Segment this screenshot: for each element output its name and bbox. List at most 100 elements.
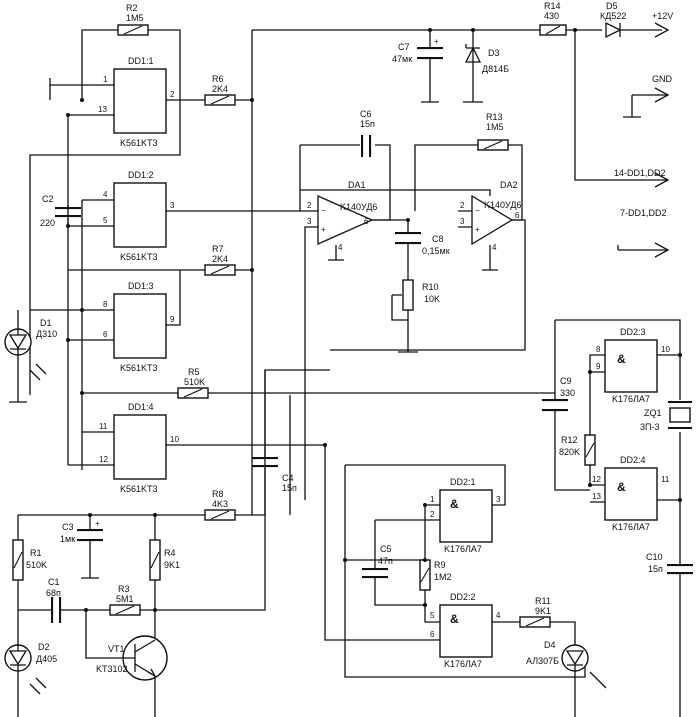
c10-value: 15п — [648, 564, 663, 574]
c2-value: 220 — [40, 218, 55, 228]
dd1-3-name: DD1:3 — [128, 281, 154, 291]
pin7-label: 7-DD1,DD2 — [620, 208, 667, 218]
r1-value: 510K — [26, 560, 47, 570]
dd2-2-name: DD2:2 — [450, 592, 476, 602]
dd1-2-name: DD1:2 — [128, 170, 154, 180]
r10-value: 10K — [424, 294, 440, 304]
da2-minus: − — [475, 206, 480, 215]
r2-name: R2 — [126, 3, 138, 13]
dd2-1-pin: 2 — [430, 510, 435, 519]
r4-resistor — [149, 539, 161, 581]
r7-name: R7 — [212, 244, 224, 254]
c5-value: 47п — [378, 556, 393, 566]
dd2-4-part: K176ЛA7 — [612, 522, 650, 532]
labels: DD1:1 K561KT3 1 13 2 DD1:2 K561KT3 4 5 3… — [26, 1, 673, 674]
r9-resistor — [419, 559, 431, 591]
dd2-2-pin: 4 — [496, 611, 501, 620]
dd2-4-name: DD2:4 — [620, 455, 646, 465]
r12-resistor — [584, 434, 596, 466]
r3-name: R3 — [118, 584, 130, 594]
dd1-2-block — [113, 182, 167, 248]
r5-resistor — [177, 387, 209, 399]
transistor-stage — [4, 369, 330, 717]
r10-name: R10 — [422, 282, 439, 292]
dd2-2-symbol: & — [450, 612, 459, 626]
dd2-4-pin: 11 — [661, 475, 670, 484]
r5-value: 510K — [184, 377, 205, 387]
dd1-3-pin: 6 — [103, 330, 108, 339]
da2-part: K140УД6 — [484, 200, 521, 210]
d3-zener — [464, 44, 482, 63]
r6-name: R6 — [212, 74, 224, 84]
dd2-1-name: DD2:1 — [450, 477, 476, 487]
da2-pin: 4 — [492, 243, 497, 252]
dd1-2-pin: 4 — [103, 190, 108, 199]
dd2-generator — [343, 464, 607, 717]
d1-photodiode — [4, 310, 47, 403]
dd2-3-block — [604, 339, 658, 393]
dd2-1-pin: 1 — [430, 495, 435, 504]
r8-name: R8 — [212, 489, 224, 499]
r4-name: R4 — [164, 548, 176, 558]
dd1-1-pin: 1 — [103, 75, 108, 84]
r3-value: 5M1 — [116, 594, 134, 604]
dd1-4-pin: 12 — [99, 455, 108, 464]
dd1-4-part: K561KT3 — [120, 484, 158, 494]
r7-value: 2K4 — [212, 254, 228, 264]
dd2-3-symbol: & — [617, 352, 626, 366]
da1-name: DA1 — [348, 180, 366, 190]
r14-resistor — [539, 24, 567, 36]
r14-name: R14 — [544, 1, 561, 11]
d5-part: КД522 — [600, 11, 626, 21]
vt1-transistor — [85, 610, 168, 717]
c9-value: 330 — [560, 388, 575, 398]
r7-resistor — [204, 264, 236, 276]
r13-resistor — [477, 139, 509, 151]
dd2-3-pin: 9 — [596, 362, 601, 371]
c4-capacitor — [252, 370, 291, 516]
c3-plus: + — [95, 519, 100, 528]
dd2-4-pin: 13 — [592, 492, 601, 501]
c6-value: 15п — [360, 119, 375, 129]
c9-name: C9 — [560, 376, 572, 386]
zq1-part: 3П-3 — [640, 422, 659, 432]
da1-minus: − — [321, 206, 326, 215]
c7-name: C7 — [398, 42, 410, 52]
da1-pin: 3 — [307, 217, 312, 226]
d3-name: D3 — [488, 48, 500, 58]
dd1-2-part: K561KT3 — [120, 252, 158, 262]
c4-name: C4 — [282, 473, 294, 483]
d4-led — [561, 644, 607, 717]
r13-value: 1M5 — [486, 122, 504, 132]
dd2-2-pin: 6 — [430, 630, 435, 639]
r1-resistor — [12, 539, 24, 581]
zq1-piezo — [668, 401, 692, 429]
da1-part: K140УД6 — [340, 202, 377, 212]
d5-diode — [605, 21, 622, 39]
dd1-3-block — [113, 293, 167, 359]
c7-plus: + — [434, 37, 439, 46]
r4-value: 9K1 — [164, 560, 180, 570]
dd2-2-block — [439, 604, 493, 658]
dd1-1-part: K561KT3 — [120, 138, 158, 148]
d2-part: Д405 — [36, 654, 57, 664]
dd2-2-part: K176ЛA7 — [444, 659, 482, 669]
r8-value: 4K3 — [212, 499, 228, 509]
dd2-3-part: K176ЛA7 — [612, 394, 650, 404]
dd2-4-block — [604, 467, 658, 521]
dd1-section — [29, 24, 555, 515]
dd2-2-pin: 5 — [430, 611, 435, 620]
supply-label: +12V — [652, 11, 673, 21]
d3-part: Д814Б — [482, 64, 509, 74]
r14-value: 430 — [544, 11, 559, 21]
c1-value: 68п — [46, 588, 61, 598]
da1-pin: 6 — [364, 217, 369, 226]
d4-name: D4 — [544, 640, 556, 650]
dd1-1-pin: 2 — [170, 90, 175, 99]
da2-name: DA2 — [500, 180, 518, 190]
dd2-buzzer — [542, 319, 693, 717]
vt1-part: KT3102 — [96, 664, 128, 674]
dd1-1-block — [113, 68, 167, 134]
dd1-4-pin: 11 — [99, 422, 108, 431]
